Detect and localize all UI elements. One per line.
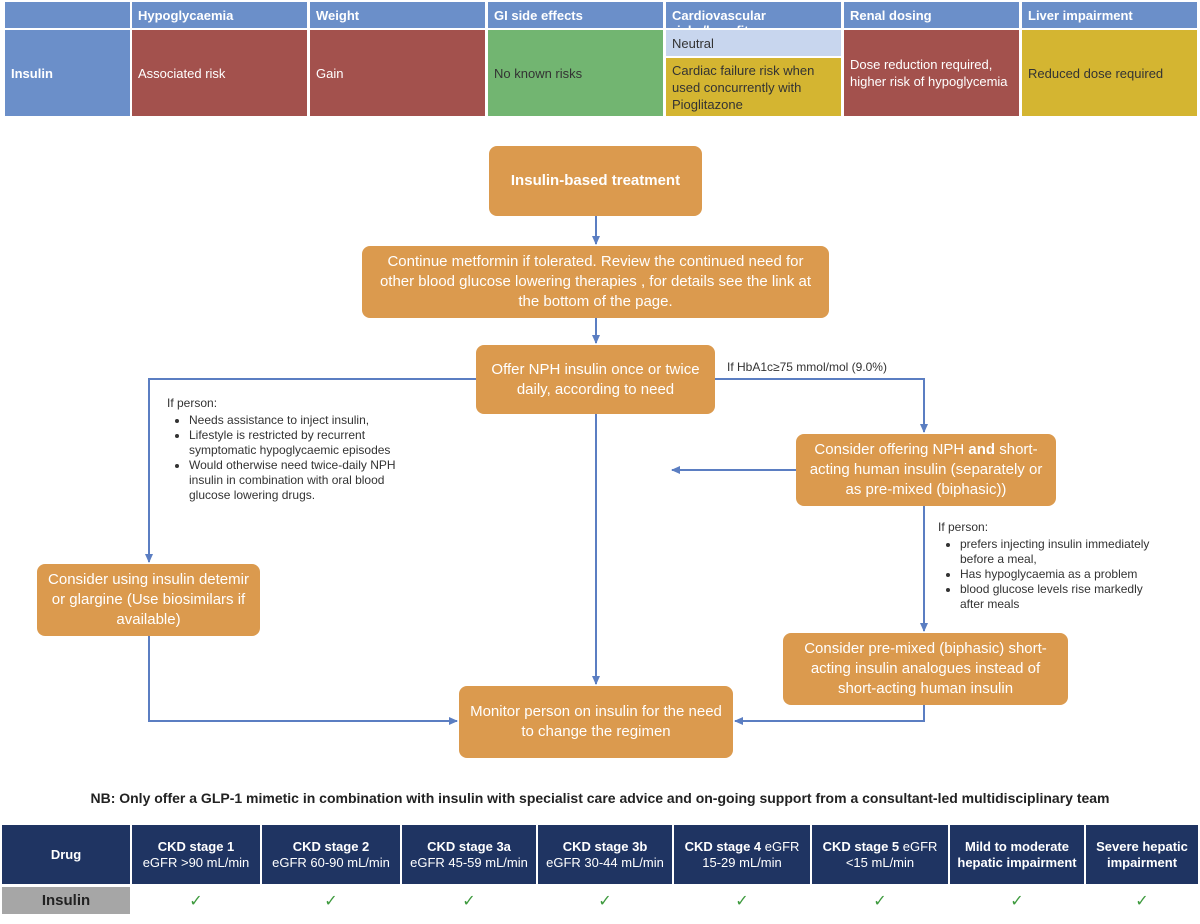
header-ckd4: CKD stage 4 eGFR 15-29 mL/min [674, 825, 810, 884]
box-premixed-analogues: Consider pre-mixed (biphasic) short-acti… [783, 633, 1068, 705]
arrow-detemir-to-monitor [148, 636, 458, 725]
left-condition-note: If person: Needs assistance to inject in… [167, 396, 427, 503]
check-icon: ✓ [189, 892, 203, 910]
cell-weight: Gain [310, 30, 485, 116]
row-label-insulin-dosing: Insulin [2, 887, 130, 914]
check-icon: ✓ [873, 892, 887, 910]
header-ckd5: CKD stage 5 eGFR <15 mL/min [812, 825, 948, 884]
box-monitor-person: Monitor person on insulin for the need t… [459, 686, 733, 758]
right-note-list: prefers injecting insulin immediately be… [938, 537, 1168, 612]
list-item: Has hypoglycaemia as a problem [960, 567, 1168, 582]
cell-hypoglycaemia: Associated risk [132, 30, 307, 116]
arrow-premixed-to-monitor [734, 705, 925, 725]
check-icon: ✓ [735, 892, 749, 910]
box-continue-metformin: Continue metformin if tolerated. Review … [362, 246, 829, 318]
list-item: Would otherwise need twice-daily NPH ins… [189, 458, 427, 503]
left-note-list: Needs assistance to inject insulin, Life… [167, 413, 427, 503]
header-blank [5, 2, 130, 28]
header-drug: Drug [2, 825, 130, 884]
header-severe-hepatic: Severe hepatic impairment [1086, 825, 1198, 884]
check-icon: ✓ [462, 892, 476, 910]
header-liver: Liver impairment [1022, 2, 1197, 28]
cell-liver: Reduced dose required [1022, 30, 1197, 116]
arrow-nph-to-nph-short [715, 378, 928, 433]
right-note-title: If person: [938, 520, 989, 534]
header-weight: Weight [310, 2, 485, 28]
cell-cv-risk: Cardiac failure risk when used concurren… [666, 58, 841, 116]
right-condition-note: If person: prefers injecting insulin imm… [938, 520, 1168, 612]
list-item: Needs assistance to inject insulin, [189, 413, 427, 428]
header-mild-hepatic: Mild to moderate hepatic impairment [950, 825, 1084, 884]
check-icon: ✓ [1135, 892, 1149, 910]
arrow-nph-to-detemir [145, 378, 476, 563]
box-insulin-based-treatment: Insulin-based treatment [489, 146, 702, 216]
check-icon: ✓ [324, 892, 338, 910]
box-detemir-glargine: Consider using insulin detemir or glargi… [37, 564, 260, 636]
cell-gi: No known risks [488, 30, 663, 116]
cell-cv-neutral: Neutral [666, 30, 841, 56]
cell-renal: Dose reduction required, higher risk of … [844, 30, 1019, 116]
row-label-insulin: Insulin [5, 30, 130, 116]
header-gi: GI side effects [488, 2, 663, 28]
list-item: blood glucose levels rise markedly after… [960, 582, 1168, 612]
box-offer-nph: Offer NPH insulin once or twice daily, a… [476, 345, 715, 414]
nph-short-text: Consider offering NPH and short-acting h… [809, 441, 1043, 498]
check-icon: ✓ [1010, 892, 1024, 910]
header-renal: Renal dosing [844, 2, 1019, 28]
left-note-title: If person: [167, 396, 218, 410]
nb-note: NB: Only offer a GLP-1 mimetic in combin… [90, 790, 1110, 806]
list-item: Lifestyle is restricted by recurrent sym… [189, 428, 427, 458]
box-nph-and-short-acting: Consider offering NPH and short-acting h… [796, 434, 1056, 506]
hba1c-condition-label: If HbA1c≥75 mmol/mol (9.0%) [727, 360, 887, 374]
header-hypoglycaemia: Hypoglycaemia [132, 2, 307, 28]
check-icon: ✓ [598, 892, 612, 910]
list-item: prefers injecting insulin immediately be… [960, 537, 1168, 567]
